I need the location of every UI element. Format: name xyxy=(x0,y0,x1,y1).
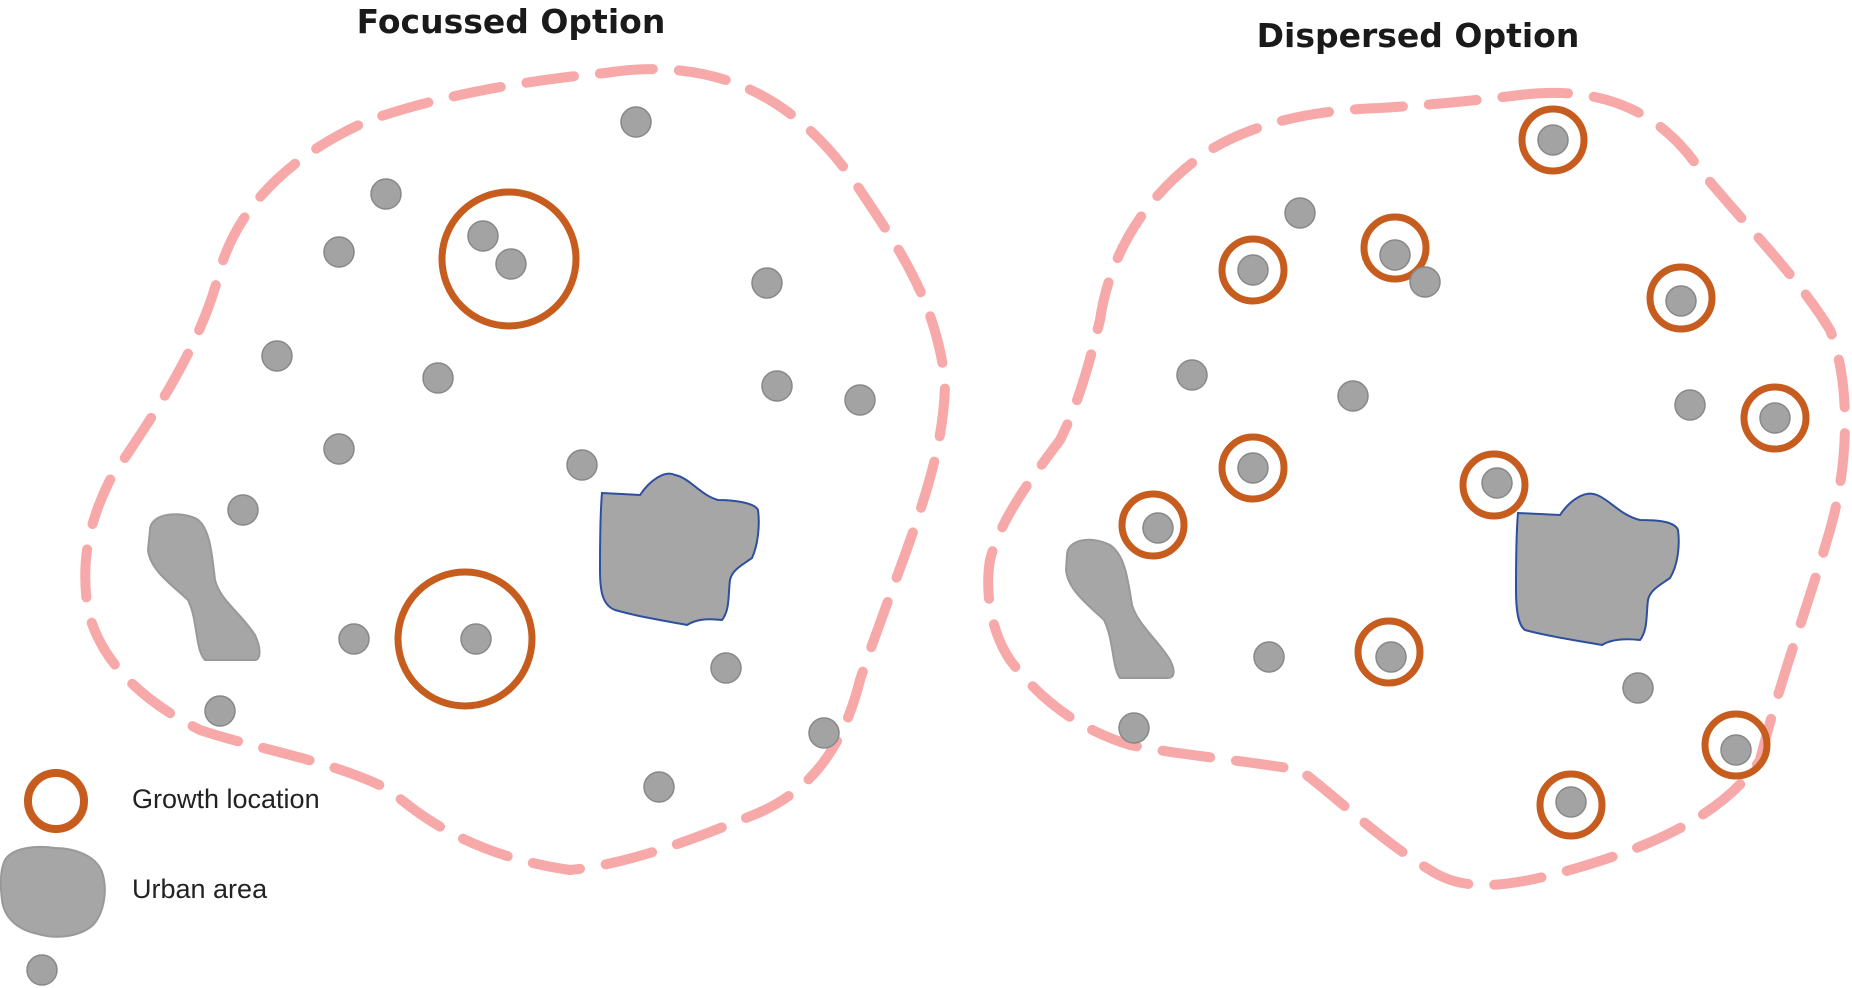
growth-location-ring xyxy=(394,568,536,710)
settlement xyxy=(1375,641,1407,673)
settlement xyxy=(844,384,876,416)
settlement xyxy=(227,494,259,526)
growth-location-ring xyxy=(438,188,580,330)
legend: Growth location Urban area xyxy=(0,769,320,986)
focussed-option-title: Focussed Option xyxy=(357,2,666,41)
growth-location-ring xyxy=(1218,235,1288,305)
settlement xyxy=(620,106,652,138)
settlement xyxy=(1237,254,1269,286)
settlement xyxy=(1142,512,1174,544)
settlement xyxy=(1665,285,1697,317)
growth-location-ring xyxy=(1536,770,1606,840)
settlement xyxy=(1674,389,1706,421)
settlement xyxy=(495,248,527,280)
settlement xyxy=(1237,452,1269,484)
dispersed-option-title: Dispersed Option xyxy=(1257,16,1580,55)
settlements-focussed xyxy=(204,106,876,803)
settlement xyxy=(1284,197,1316,229)
settlement xyxy=(1481,467,1513,499)
urban-area-shape xyxy=(1514,492,1680,647)
settlement xyxy=(338,623,370,655)
settlement xyxy=(1555,786,1587,818)
growth-location-ring xyxy=(1360,213,1430,283)
focussed-option-panel: Focussed Option xyxy=(80,2,951,876)
growth-location-ring xyxy=(1518,105,1588,175)
settlement xyxy=(460,623,492,655)
settlement xyxy=(1253,641,1285,673)
dispersed-option-panel: Dispersed Option xyxy=(983,16,1850,890)
growth-location-ring xyxy=(1740,383,1810,453)
legend-urban-area-label: Urban area xyxy=(132,874,268,904)
settlement xyxy=(1759,402,1791,434)
settlement xyxy=(1622,672,1654,704)
settlement xyxy=(422,362,454,394)
settlement xyxy=(323,236,355,268)
settlement xyxy=(1118,712,1150,744)
legend-growth-location-icon xyxy=(24,769,88,833)
growth-location-ring xyxy=(1218,433,1288,503)
growth-location-ring xyxy=(1354,617,1424,687)
settlement xyxy=(370,178,402,210)
settlement xyxy=(204,695,236,727)
urban-area-shape xyxy=(598,472,760,627)
settlement xyxy=(1537,124,1569,156)
settlement xyxy=(643,771,675,803)
growth-location-ring xyxy=(1646,263,1716,333)
settlement xyxy=(261,340,293,372)
growth-location-ring xyxy=(1701,710,1771,780)
settlement xyxy=(1409,266,1441,298)
growth-location-ring xyxy=(1118,490,1188,560)
settlement xyxy=(710,652,742,684)
dispersed-area-boundary xyxy=(983,87,1850,890)
settlements-dispersed xyxy=(1118,124,1791,818)
legend-settlement-icon xyxy=(26,954,58,986)
settlement xyxy=(1337,380,1369,412)
settlement xyxy=(808,717,840,749)
settlement xyxy=(467,220,499,252)
settlement xyxy=(566,449,598,481)
settlement xyxy=(751,267,783,299)
focussed-area-boundary xyxy=(80,64,951,876)
legend-urban-area-icon xyxy=(0,845,106,938)
settlement xyxy=(1720,734,1752,766)
settlement xyxy=(1379,239,1411,271)
urban-area-blob xyxy=(1064,538,1175,679)
growth-location-ring xyxy=(1459,450,1529,520)
growth-locations-dispersed xyxy=(1118,105,1810,840)
urban-area-blob xyxy=(146,513,261,661)
settlement xyxy=(323,433,355,465)
settlement xyxy=(1176,359,1208,391)
legend-growth-location-label: Growth location xyxy=(132,784,320,814)
settlement xyxy=(761,370,793,402)
